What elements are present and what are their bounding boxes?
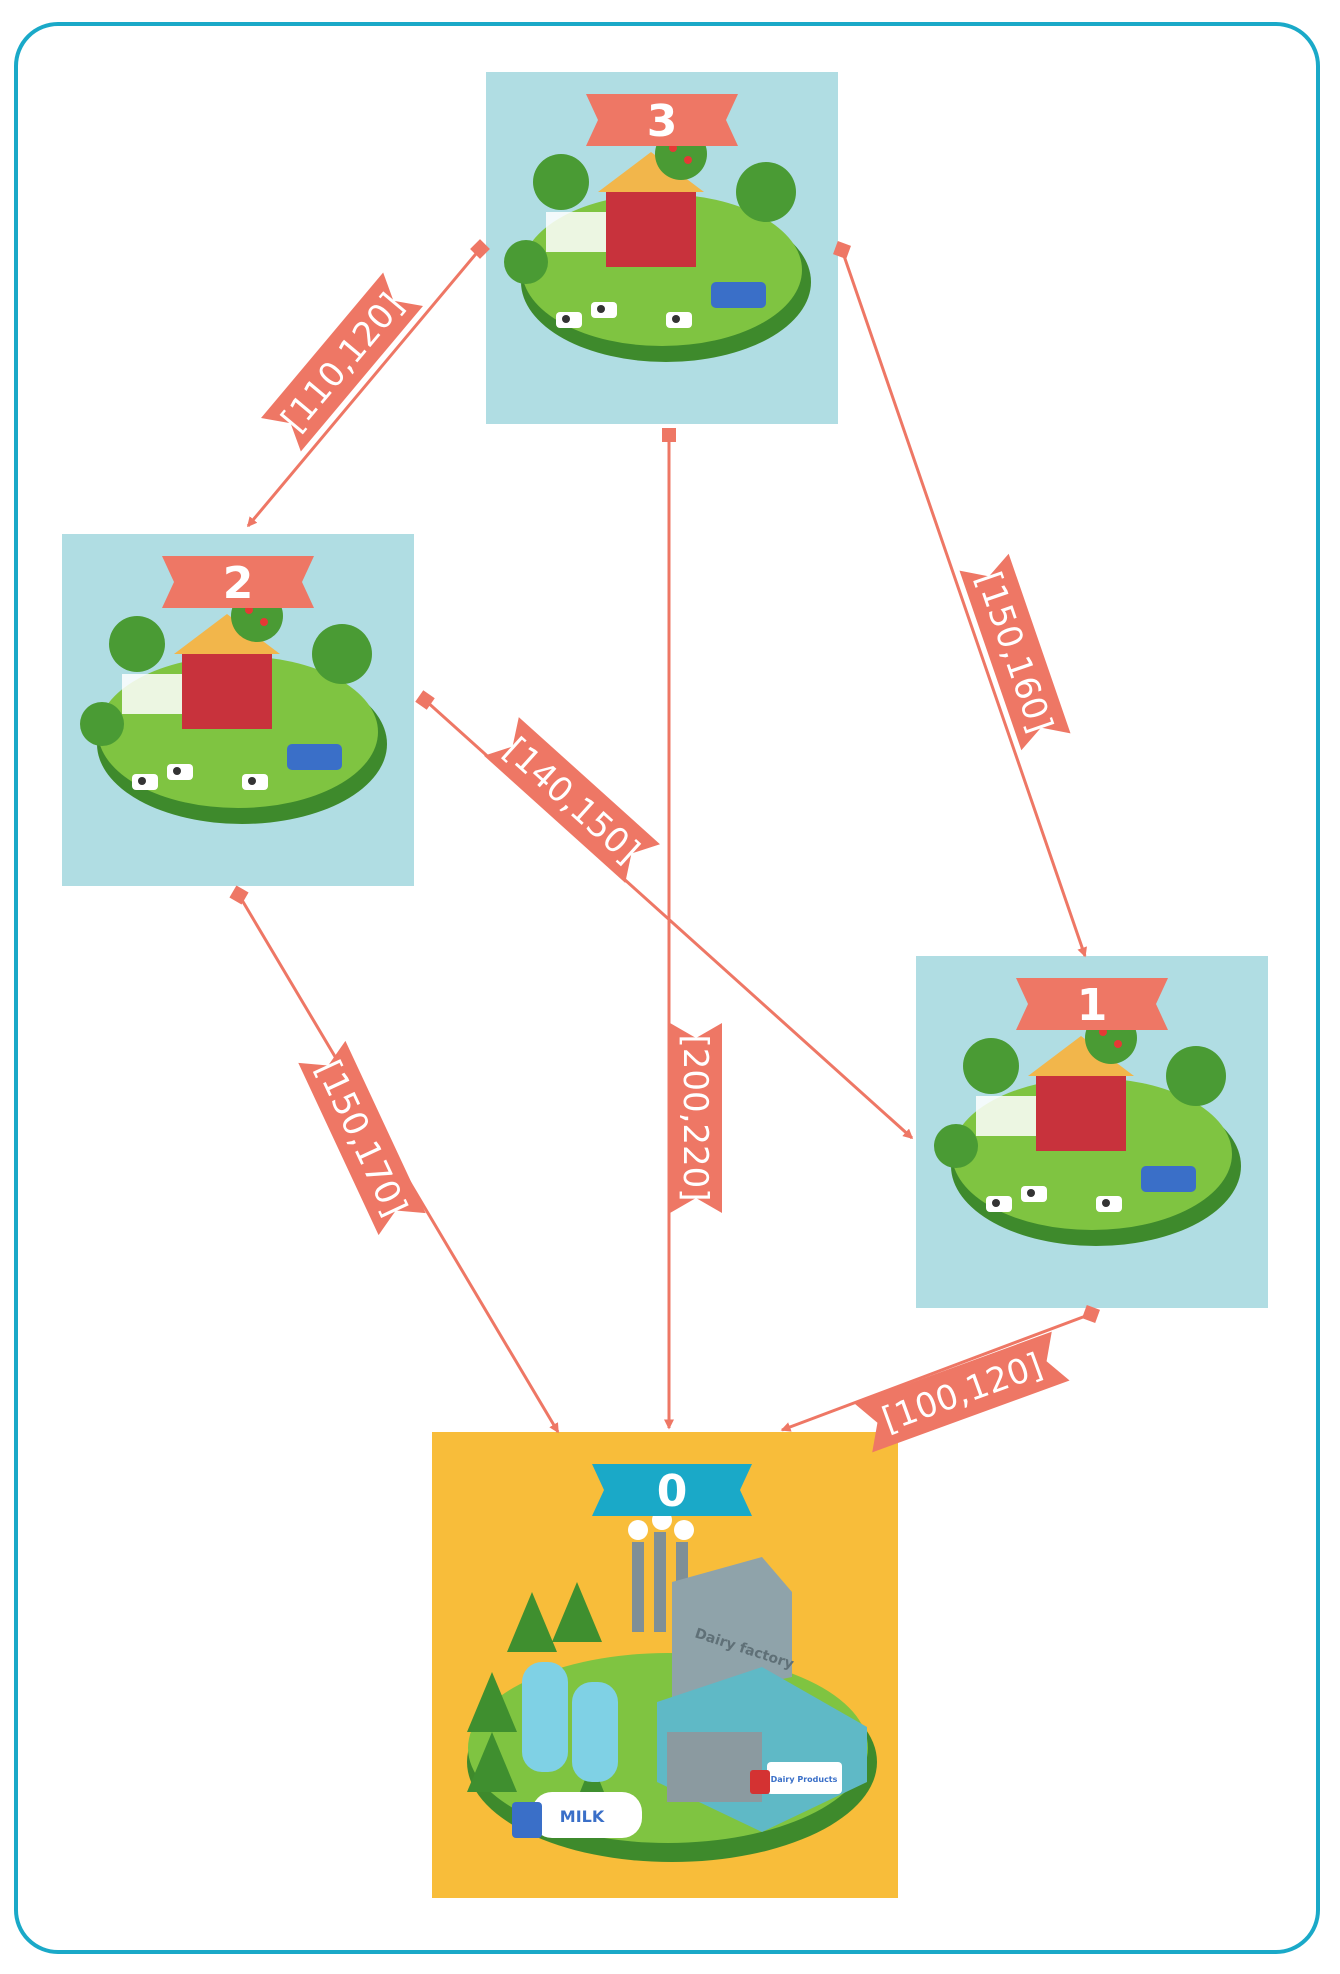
cow-icon: [132, 764, 268, 790]
node-0-label: 0: [657, 1466, 688, 1517]
edge-2-to-1: [140,150]: [415, 690, 914, 1140]
node-0-ribbon: [592, 1464, 752, 1516]
node-1-label: 1: [1077, 980, 1108, 1031]
farm-illustration: [934, 1012, 1241, 1246]
delivery-truck-icon: Dairy Products: [750, 1762, 842, 1794]
dairy-factory-illustration: Dairy factory MILK Dairy Products: [467, 1510, 877, 1862]
edge-label-ribbon: [854, 1331, 1070, 1453]
tree-icon: [533, 154, 589, 210]
milk-silo-icon: [522, 1662, 568, 1772]
node-2-label: 2: [223, 558, 254, 609]
tanker-text: MILK: [560, 1807, 605, 1826]
node-1-ribbon: [1016, 978, 1168, 1030]
edge-3-to-2: [110,120]: [246, 239, 490, 528]
farm-illustration: [80, 590, 387, 824]
edge-line: [840, 249, 1087, 958]
edge-label-ribbon: [670, 1023, 722, 1213]
factory-building-icon: [672, 1557, 792, 1702]
node-3-ribbon: [586, 94, 738, 146]
farm-illustration: [504, 128, 811, 362]
tree-icon: [109, 616, 165, 672]
node-3-label: 3: [647, 96, 678, 147]
edge-label-ribbon: [298, 1040, 426, 1236]
cow-icon: [556, 302, 692, 328]
truck-icon: [711, 282, 766, 308]
truck-text: Dairy Products: [771, 1775, 838, 1784]
tree-icon: [963, 1038, 1019, 1094]
edge-label: [140,150]: [496, 730, 647, 872]
truck-icon: [1141, 1166, 1196, 1192]
edge-label: [110,120]: [274, 286, 412, 440]
edge-label-ribbon: [959, 553, 1071, 751]
milk-tanker-icon: MILK: [512, 1792, 642, 1838]
edge-1-to-0: [100,120]: [780, 1305, 1100, 1453]
edge-2-to-0: [150,170]: [229, 885, 560, 1434]
edge-label: [200,220]: [675, 1034, 715, 1201]
edge-line: [780, 1312, 1092, 1432]
truck-icon: [287, 744, 342, 770]
barn-icon: [182, 649, 272, 729]
node-2: 2: [62, 534, 414, 886]
node-1: 1: [916, 956, 1268, 1308]
cow-icon: [986, 1186, 1122, 1212]
node-0: Dairy factory MILK Dairy Products 0: [432, 1432, 898, 1898]
node-2-ribbon: [162, 556, 314, 608]
edge-label-ribbon: [484, 717, 660, 883]
node-3: 3: [486, 72, 838, 424]
barn-icon: [1036, 1071, 1126, 1151]
edge-3-to-1: [150,160]: [833, 241, 1087, 958]
edge-line: [246, 248, 482, 528]
chimney-icon: [632, 1542, 644, 1632]
edge-label-ribbon: [261, 272, 423, 452]
edge-3-to-0: [200,220]: [662, 428, 722, 1430]
barn-icon: [606, 187, 696, 267]
